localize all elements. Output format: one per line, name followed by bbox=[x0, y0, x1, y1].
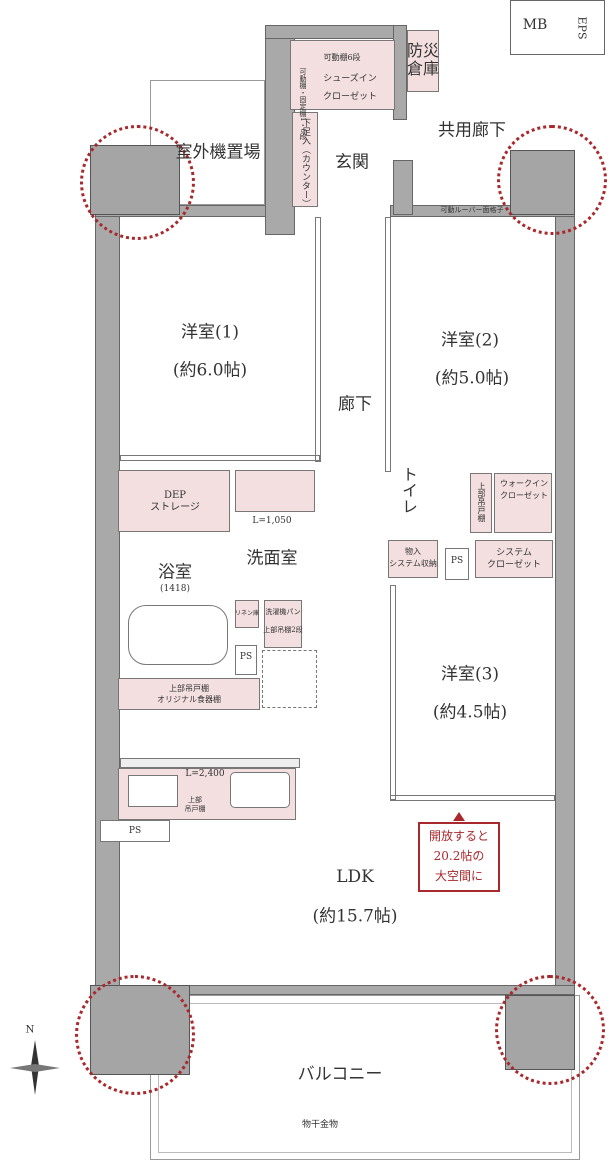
bath-size-label: (1418) bbox=[160, 584, 190, 594]
toilet-upper-cabinet bbox=[470, 473, 492, 533]
shoe-box-label: 下足入（カウンター） bbox=[300, 118, 310, 208]
disaster-storage-label: 防災倉庫 bbox=[407, 41, 440, 78]
wall-left bbox=[95, 205, 120, 995]
dep-storage bbox=[118, 470, 230, 532]
ps-box bbox=[100, 820, 170, 842]
dep-storage-label: DEP ストレージ bbox=[150, 490, 200, 513]
storage-label: 物入 システム収納 bbox=[389, 547, 437, 568]
system-closet-label: システム クローゼット bbox=[486, 548, 542, 570]
ps-box bbox=[235, 645, 257, 675]
bathroom-label: 浴室 bbox=[158, 562, 192, 583]
hallway-label: 廊下 bbox=[338, 394, 372, 415]
western1-size: (約6.0帖) bbox=[172, 360, 248, 381]
disaster-storage bbox=[407, 30, 439, 92]
entrance-label: 玄関 bbox=[335, 152, 369, 173]
ldk-label: LDK bbox=[336, 867, 374, 887]
dish-cabinet bbox=[118, 678, 260, 710]
washroom-label: 洗面室 bbox=[246, 548, 298, 569]
ps-label: PS bbox=[450, 556, 464, 566]
western2-size: (約5.0帖) bbox=[434, 368, 510, 389]
kitchen-length-label: L=2,400 bbox=[185, 769, 225, 779]
mb-label: MB bbox=[522, 17, 548, 33]
bathtub bbox=[128, 605, 228, 665]
walk-in-closet bbox=[494, 473, 552, 533]
callout-arrow-icon bbox=[453, 812, 465, 821]
washer-pan-label: 洗濯機パン bbox=[265, 608, 301, 616]
partition bbox=[390, 585, 396, 800]
partition bbox=[120, 455, 320, 461]
stove bbox=[128, 775, 178, 807]
column-highlight bbox=[80, 125, 195, 240]
balcony-label: バルコニー bbox=[297, 1064, 383, 1085]
drying-hardware-label: 物干金物 bbox=[301, 1120, 339, 1130]
common-corridor-label: 共用廊下 bbox=[438, 120, 506, 141]
dish-cabinet-label: 上部吊戸棚 オリジナル食器棚 bbox=[157, 684, 221, 704]
eps-label: EPS bbox=[575, 16, 589, 40]
ps-box bbox=[445, 548, 469, 580]
ps-label: PS bbox=[239, 652, 253, 662]
wall-right bbox=[555, 205, 575, 995]
vanity-length-label: L=1,050 bbox=[252, 516, 292, 526]
open-space bbox=[262, 650, 317, 708]
toilet-upper-label: 上部吊戸棚 bbox=[477, 482, 486, 522]
western3-name: 洋室(3) bbox=[440, 664, 500, 685]
upper-shelf-label: 上部吊棚2段 bbox=[263, 626, 303, 634]
column-highlight bbox=[495, 975, 605, 1085]
washer-pan bbox=[264, 600, 302, 648]
walk-in-closet-label: ウォークイン クローゼット bbox=[500, 479, 548, 500]
shoes-closet bbox=[290, 40, 395, 110]
louver-label: 可動ルーバー面格子 bbox=[440, 206, 504, 214]
linen-label: リネン庫 bbox=[234, 610, 260, 617]
wall-entrance-right bbox=[393, 25, 407, 120]
toilet-label: トイレ bbox=[399, 466, 418, 514]
system-closet bbox=[475, 540, 553, 578]
partition bbox=[315, 217, 321, 462]
storage bbox=[388, 540, 438, 578]
shoes-shelf-label: 可動棚6段 bbox=[323, 53, 361, 62]
kitchen-upper-label: 上部 吊戸棚 bbox=[184, 796, 206, 813]
western1-name: 洋室(1) bbox=[180, 322, 240, 343]
partition bbox=[385, 217, 391, 472]
vanity bbox=[235, 470, 315, 512]
western3-size: (約4.5帖) bbox=[432, 702, 508, 723]
sink bbox=[230, 772, 290, 808]
shoe-box bbox=[292, 112, 318, 207]
outdoor-unit-label: 室外機置場 bbox=[175, 142, 261, 163]
partition bbox=[120, 758, 300, 768]
western2-name: 洋室(2) bbox=[440, 330, 500, 351]
column-highlight bbox=[497, 125, 607, 235]
ldk-size-label: (約15.7帖) bbox=[312, 906, 398, 927]
ps-label: PS bbox=[128, 826, 142, 836]
shoes-closet-label: シューズイン クローゼット bbox=[322, 74, 378, 102]
open-plan-callout: 開放すると 20.2帖の 大空間に bbox=[418, 822, 500, 892]
wall-entrance-right-low bbox=[393, 160, 413, 215]
partition bbox=[390, 795, 555, 801]
shoes-shelf-side-label: 可動棚・固定棚1・6段 bbox=[299, 68, 307, 140]
compass-icon bbox=[10, 1040, 60, 1095]
column-highlight bbox=[75, 975, 195, 1095]
north-label: N bbox=[25, 1024, 35, 1036]
mb-eps-box bbox=[510, 0, 605, 55]
linen-cabinet bbox=[235, 600, 259, 628]
wall-entrance-top bbox=[265, 25, 405, 39]
